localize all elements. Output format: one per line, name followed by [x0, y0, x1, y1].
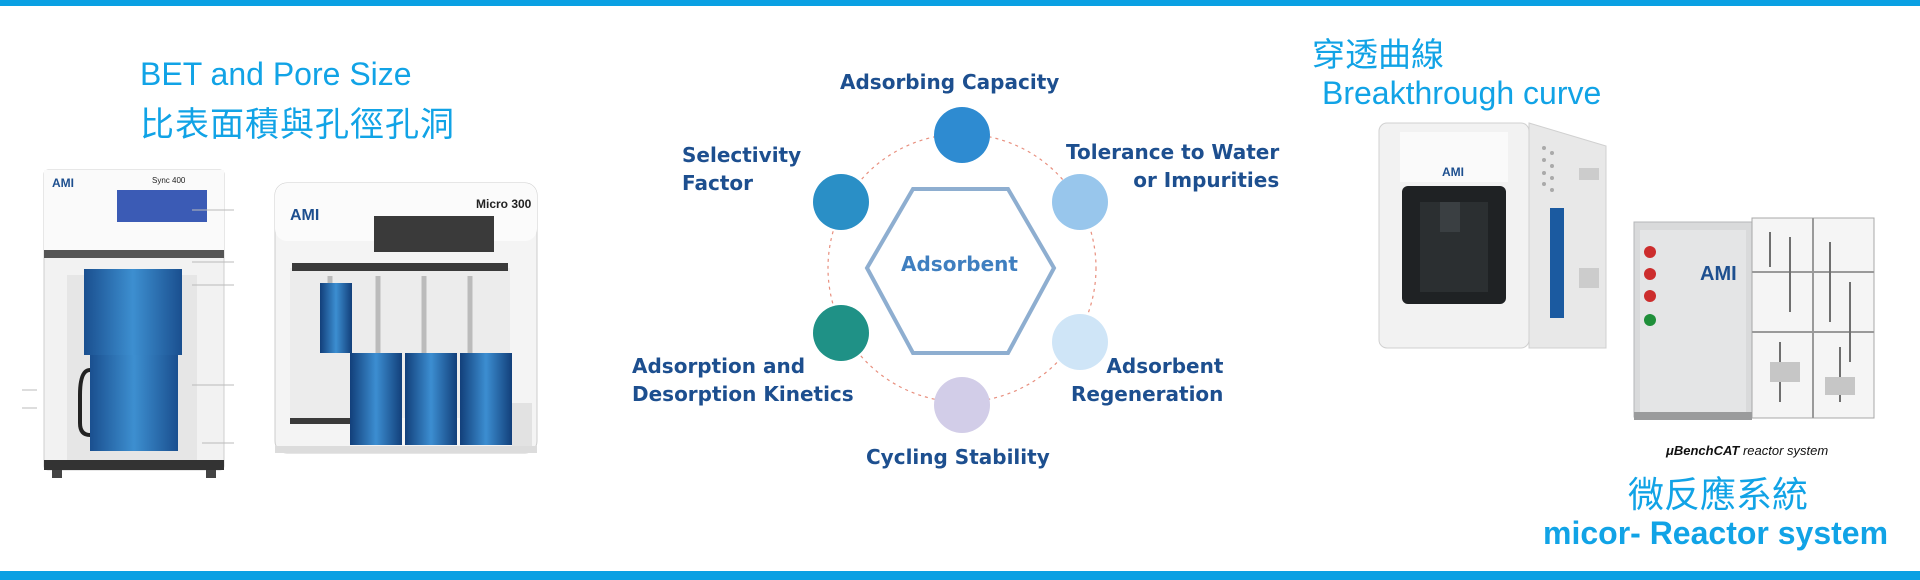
selectivity-line-1: Selectivity [682, 143, 802, 167]
regeneration-line-2: Regeneration [1071, 382, 1224, 406]
micro-300-instrument-image: AMI Micro 300 [274, 182, 538, 454]
bottom-accent-bar [0, 571, 1920, 580]
tolerance-line-1: Tolerance to Water [1066, 140, 1280, 164]
bet-heading-en: BET and Pore Size [140, 56, 412, 92]
reactor-heading-zh: 微反應系統 [1628, 474, 1809, 515]
adsorbing-capacity-label: Adsorbing Capacity [840, 70, 1060, 94]
adsorbent-diagram [813, 107, 1108, 433]
breakthrough-heading-en: Breakthrough curve [1322, 75, 1602, 111]
kinetics-label: Adsorption and Desorption Kinetics [632, 352, 854, 408]
selectivity-line-2: Factor [682, 171, 754, 195]
micro-model-label: Micro 300 [476, 197, 532, 211]
kinetics-line-2: Desorption Kinetics [632, 382, 854, 406]
kinetics-line-1: Adsorption and [632, 354, 806, 378]
micro-logo: AMI [290, 207, 319, 224]
breakthrough-instrument-image: AMI [1378, 122, 1607, 349]
top-accent-bar [0, 0, 1920, 6]
node-adsorbing-capacity [934, 107, 990, 163]
node-selectivity [813, 174, 869, 230]
tolerance-label: Tolerance to Water or Impurities [1066, 138, 1279, 194]
tolerance-line-2: or Impurities [1133, 168, 1280, 192]
sync-model-label: Sync 400 [152, 176, 186, 185]
node-kinetics [813, 305, 869, 361]
reactor-caption-product: μBenchCAT [1666, 443, 1740, 458]
reactor-logo: AMI [1700, 263, 1737, 285]
selectivity-factor-label: Selectivity Factor [682, 141, 801, 197]
node-cycling-stability [934, 377, 990, 433]
node-regeneration [1052, 314, 1108, 370]
sync-logo: AMI [52, 176, 74, 190]
sync-400-instrument-image: AMI Sync 400 [22, 169, 234, 478]
reactor-caption-rest: reactor system [1739, 443, 1829, 458]
breakthrough-heading-zh: 穿透曲線 [1312, 36, 1444, 73]
reactor-heading-en: micor- Reactor system [1543, 515, 1889, 551]
breakthrough-logo: AMI [1442, 165, 1464, 179]
node-tolerance [1052, 174, 1108, 230]
reactor-caption: μBenchCAT reactor system [1666, 443, 1828, 458]
regeneration-label: Adsorbent Regeneration [1071, 352, 1223, 408]
bet-heading-zh: 比表面積與孔徑孔洞 [140, 106, 455, 144]
cycling-stability-label: Cycling Stability [866, 445, 1050, 469]
regeneration-line-1: Adsorbent [1106, 354, 1224, 378]
adsorbent-center-label: Adsorbent [901, 252, 1018, 276]
micro-reactor-instrument-image: AMI [1633, 217, 1875, 420]
adsorbent-hexagon [864, 187, 1057, 355]
